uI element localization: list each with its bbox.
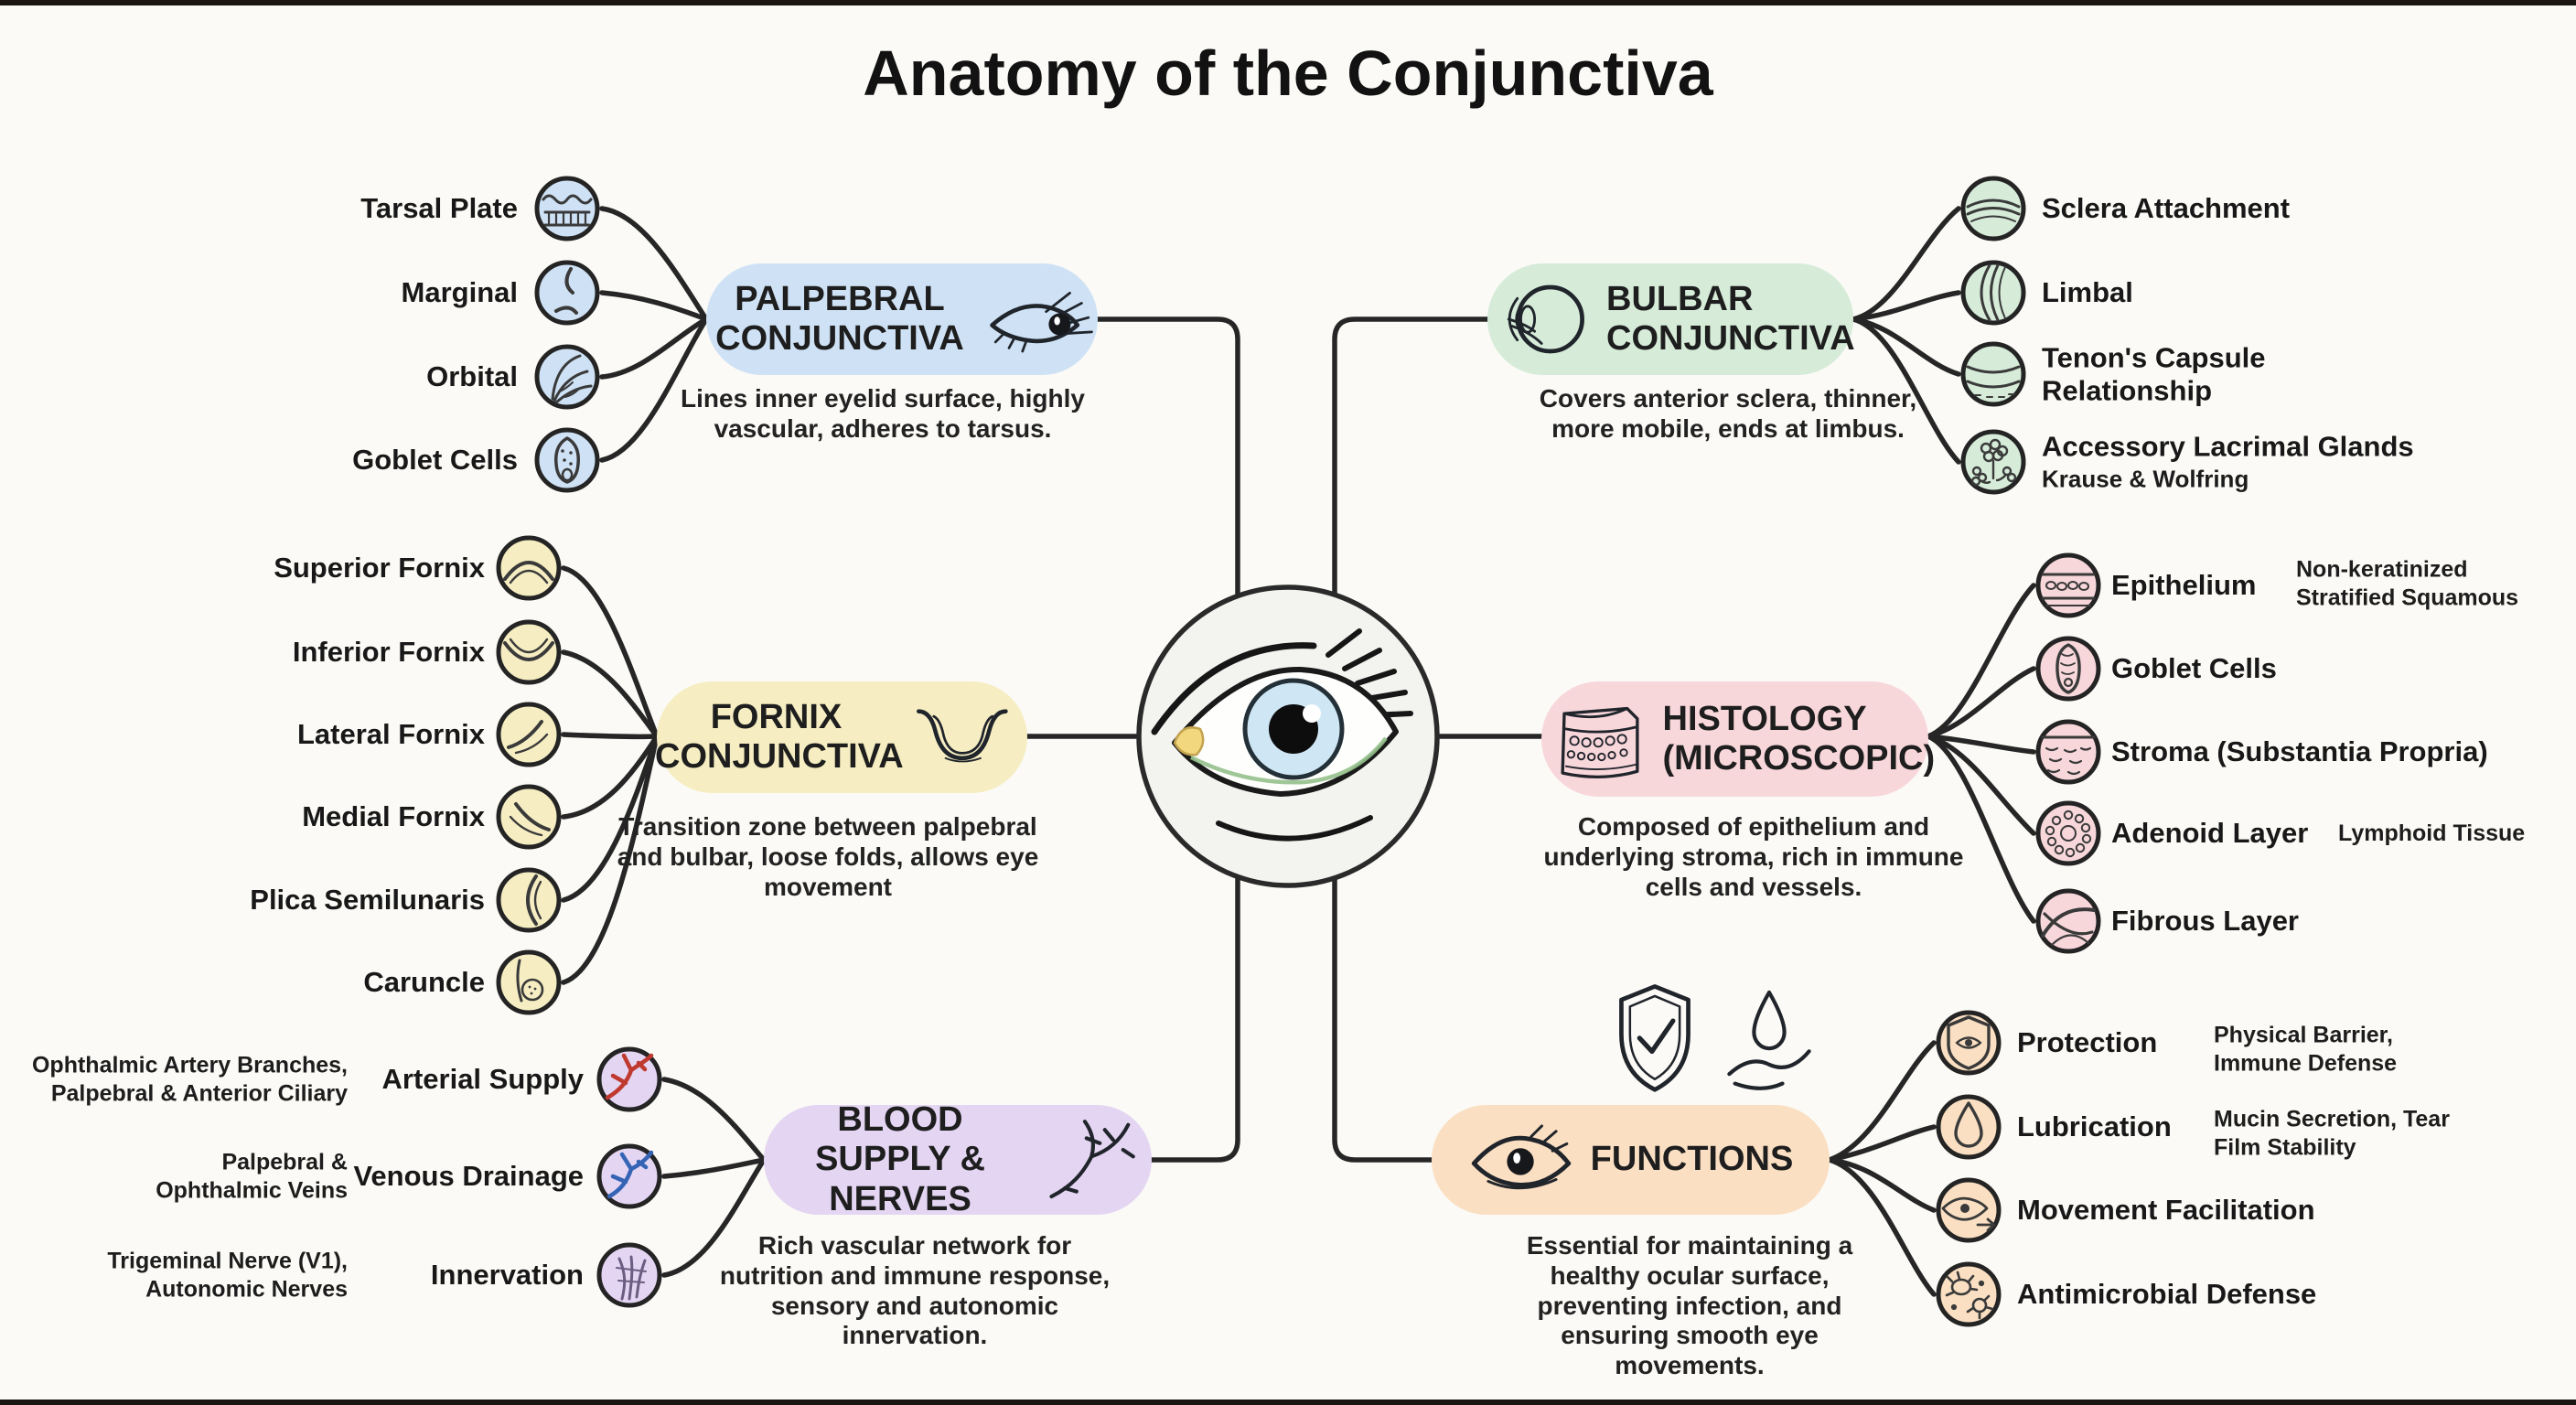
node-label-antimicrobial-defense: Antimicrobial Defense xyxy=(2017,1278,2317,1310)
node-label-lubrication: Lubrication xyxy=(2017,1110,2172,1142)
plica-semilunaris-icon xyxy=(496,867,562,933)
sclera-attachment-icon xyxy=(1960,176,2026,241)
histology-pill: HISTOLOGY (MICROSCOPIC) xyxy=(1541,681,1936,797)
palpebral-title: PALPEBRAL CONJUNCTIVA xyxy=(715,279,964,358)
eyeball-section-icon xyxy=(1507,284,1584,354)
page-title: Anatomy of the Conjunctiva xyxy=(863,38,1713,109)
venous-drainage-icon xyxy=(596,1143,662,1209)
node-label-orbital: Orbital xyxy=(426,360,518,392)
arterial-supply-icon xyxy=(596,1046,662,1112)
node-note-lubrication: Mucin Secretion, Tear Film Stability xyxy=(2214,1106,2450,1161)
histology-description: Composed of epithelium and underlying st… xyxy=(1543,812,1964,901)
node-note-epithelium: Non-keratinized Stratified Squamous xyxy=(2296,556,2519,611)
node-label-superior-fornix: Superior Fornix xyxy=(274,552,485,584)
node-label-protection: Protection xyxy=(2017,1026,2158,1058)
node-label-stroma: Stroma (Substantia Propria) xyxy=(2111,735,2488,767)
central-eye-illustration xyxy=(1136,585,1440,888)
protection-icon xyxy=(1936,1010,2002,1076)
node-label-goblet-cells: Goblet Cells xyxy=(352,444,518,476)
blood-supply-description: Rich vascular network for nutrition and … xyxy=(719,1231,1111,1350)
node-label-movement-facilitation: Movement Facilitation xyxy=(2017,1194,2315,1226)
node-note-arterial: Ophthalmic Artery Branches, Palpebral & … xyxy=(31,1052,348,1107)
functions-pill: FUNCTIONS xyxy=(1432,1105,1830,1215)
blood-supply-title: BLOOD SUPPLY & NERVES xyxy=(815,1100,985,1218)
node-label-venous-drainage: Venous Drainage xyxy=(353,1160,584,1192)
node-label-histology-goblet: Goblet Cells xyxy=(2111,652,2277,684)
node-label-adenoid-layer: Adenoid Layer xyxy=(2111,817,2309,849)
node-label-plica-semilunaris: Plica Semilunaris xyxy=(250,884,485,916)
functions-eye-icon xyxy=(1471,1124,1571,1190)
vessel-branch-icon xyxy=(1049,1120,1135,1199)
inferior-fornix-icon xyxy=(496,619,562,685)
node-label-marginal: Marginal xyxy=(401,276,518,308)
node-label-inferior-fornix: Inferior Fornix xyxy=(292,636,485,668)
innervation-icon xyxy=(596,1242,662,1308)
node-label-innervation: Innervation xyxy=(430,1259,584,1291)
tarsal-plate-icon xyxy=(534,176,600,241)
node-label-arterial-supply: Arterial Supply xyxy=(381,1063,585,1095)
bulbar-pill: BULBAR CONJUNCTIVA xyxy=(1487,263,1855,375)
blood-supply-pill: BLOOD SUPPLY & NERVES xyxy=(764,1100,1152,1218)
node-sublabel-krause-wolfring: Krause & Wolfring xyxy=(2042,465,2249,493)
bulbar-description: Covers anterior sclera, thinner, more mo… xyxy=(1539,384,1917,443)
node-label-lateral-fornix: Lateral Fornix xyxy=(297,718,485,750)
node-label-caruncle: Caruncle xyxy=(363,966,485,998)
orbital-icon xyxy=(534,344,600,410)
histology-goblet-cells-icon xyxy=(2035,636,2101,702)
node-note-innervation: Trigeminal Nerve (V1), Autonomic Nerves xyxy=(107,1248,348,1303)
functions-title: FUNCTIONS xyxy=(1590,1140,1794,1179)
node-label-epithelium: Epithelium xyxy=(2111,569,2257,601)
fornix-title: FORNIX CONJUNCTIVA xyxy=(655,697,904,776)
node-note-venous: Palpebral & Ophthalmic Veins xyxy=(156,1149,348,1204)
palpebral-description: Lines inner eyelid surface, highly vascu… xyxy=(681,384,1085,443)
tenons-capsule-icon xyxy=(1960,341,2026,407)
medial-fornix-icon xyxy=(496,784,562,850)
node-note-adenoid: Lymphoid Tissue xyxy=(2338,820,2526,846)
movement-facilitation-icon xyxy=(1936,1177,2002,1243)
tissue-block-icon xyxy=(1560,706,1639,778)
bulbar-title: BULBAR CONJUNCTIVA xyxy=(1606,279,1855,358)
node-note-protection: Physical Barrier, Immune Defense xyxy=(2214,1022,2398,1077)
bottom-border xyxy=(0,1400,2576,1405)
node-label-tarsal-plate: Tarsal Plate xyxy=(360,192,518,224)
marginal-icon xyxy=(534,260,600,326)
drop-in-hand-icon xyxy=(1727,990,1811,1090)
node-label-medial-fornix: Medial Fornix xyxy=(302,800,485,832)
palpebral-pill: PALPEBRAL CONJUNCTIVA xyxy=(706,263,1098,375)
antimicrobial-defense-icon xyxy=(1936,1261,2002,1327)
top-border xyxy=(0,0,2576,5)
adenoid-layer-icon xyxy=(2035,800,2101,866)
eyelid-eye-icon xyxy=(990,292,1093,353)
node-label-accessory-lacrimal: Accessory Lacrimal Glands Krause & Wolfr… xyxy=(2042,430,2414,493)
node-label-sclera-attachment: Sclera Attachment xyxy=(2042,192,2291,224)
shield-check-icon xyxy=(1619,984,1690,1092)
superior-fornix-icon xyxy=(496,535,562,601)
epithelium-icon xyxy=(2035,552,2101,618)
limbal-icon xyxy=(1960,260,2026,326)
node-label-fibrous-layer: Fibrous Layer xyxy=(2111,905,2299,937)
node-label-tenons-capsule: Tenon's Capsule Relationship xyxy=(2042,341,2266,406)
histology-title: HISTOLOGY (MICROSCOPIC) xyxy=(1662,699,1936,778)
node-label-limbal: Limbal xyxy=(2042,276,2133,308)
fibrous-layer-icon xyxy=(2035,888,2101,954)
stroma-icon xyxy=(2035,719,2101,785)
accessory-lacrimal-glands-icon xyxy=(1960,429,2026,495)
fornix-pill: FORNIX CONJUNCTIVA xyxy=(655,681,1027,793)
functions-description: Essential for maintaining a healthy ocul… xyxy=(1526,1231,1853,1379)
fornix-description: Transition zone between palpebral and bu… xyxy=(617,812,1039,901)
goblet-cells-icon xyxy=(534,427,600,493)
lubrication-icon xyxy=(1936,1094,2002,1160)
caruncle-icon xyxy=(496,949,562,1015)
lateral-fornix-icon xyxy=(496,702,562,767)
fornix-fold-icon xyxy=(917,709,1008,763)
